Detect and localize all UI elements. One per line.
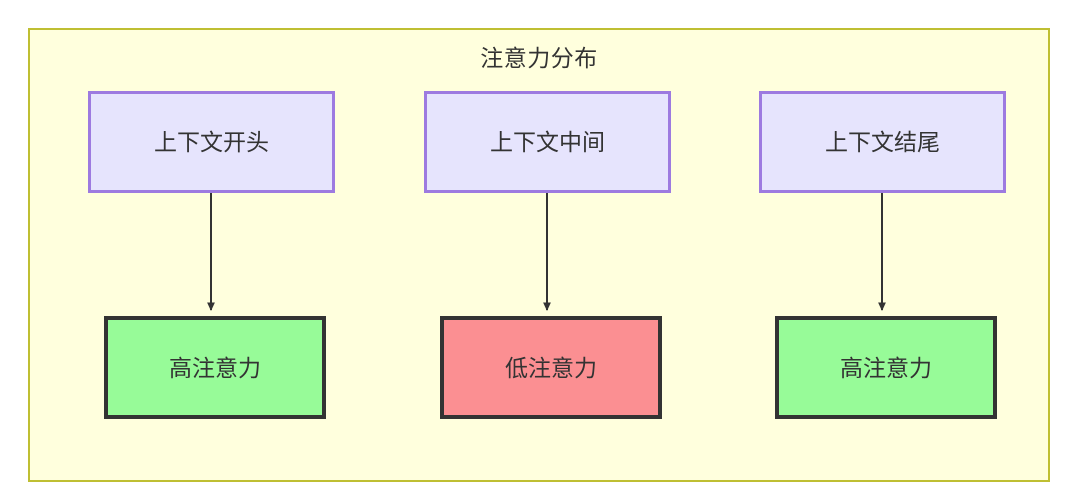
node-ctx-begin-label: 上下文开头 [154, 129, 269, 155]
node-attn-high-2-label: 高注意力 [840, 354, 932, 381]
node-attn-high-1[interactable]: 高注意力 [104, 316, 326, 419]
node-attn-low-label: 低注意力 [505, 354, 597, 381]
node-ctx-middle[interactable]: 上下文中间 [424, 91, 671, 193]
node-ctx-middle-label: 上下文中间 [490, 129, 605, 155]
node-attn-high-2[interactable]: 高注意力 [775, 316, 997, 419]
node-ctx-end-label: 上下文结尾 [825, 129, 940, 155]
node-ctx-begin[interactable]: 上下文开头 [88, 91, 335, 193]
node-attn-high-1-label: 高注意力 [169, 354, 261, 381]
node-attn-low[interactable]: 低注意力 [440, 316, 662, 419]
node-ctx-end[interactable]: 上下文结尾 [759, 91, 1006, 193]
subgraph-title: 注意力分布 [480, 45, 598, 71]
